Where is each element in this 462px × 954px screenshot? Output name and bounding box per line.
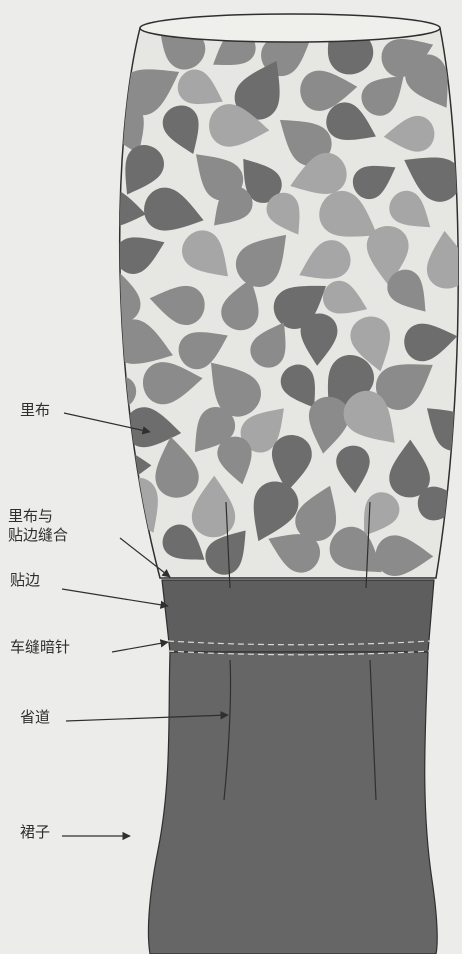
- blind-stitch-line-top: [167, 640, 431, 646]
- leaf-print-shape: [266, 192, 300, 235]
- label-lining-facing-seam: 里布与 贴边缝合: [8, 507, 69, 544]
- leaf-print-shape: [361, 75, 404, 116]
- label-dart: 省道: [20, 708, 51, 726]
- leaf-print-shape: [144, 187, 204, 231]
- leaf-print-shape: [149, 285, 205, 326]
- leaf-print-shape: [299, 240, 351, 279]
- leaf-print-shape: [327, 355, 374, 414]
- leaf-print-shape: [417, 486, 459, 521]
- leaf-print-shape: [404, 323, 458, 362]
- leaf-print-shape: [162, 524, 205, 560]
- leaf-print-shape: [250, 322, 286, 368]
- leaf-print-shape: [364, 492, 400, 536]
- leaf-print-shape: [253, 481, 299, 542]
- leaf-print-shape: [221, 278, 259, 331]
- leaf-print-shape: [268, 534, 321, 573]
- leaf-print-shape: [319, 191, 378, 237]
- leaf-print-shape: [352, 165, 396, 200]
- leaf-print-shape: [124, 407, 182, 448]
- leaf-print-shape: [308, 396, 350, 454]
- leaf-print-shape: [273, 285, 327, 329]
- skirt-dart-right: [369, 659, 377, 801]
- leaf-print-shape: [405, 54, 448, 108]
- leaf-print-shape: [387, 269, 426, 312]
- leaf-print-shape: [375, 364, 433, 410]
- leaf-print-shape: [119, 267, 141, 324]
- lining-top-opening: [139, 13, 441, 43]
- leaf-print-shape: [243, 158, 282, 203]
- leaf-print-shape: [350, 316, 390, 372]
- leaf-print-shape: [177, 69, 223, 105]
- arrow-lining: [63, 412, 151, 435]
- leaf-print-shape: [205, 530, 246, 575]
- leaf-print-shape: [210, 362, 261, 417]
- leaf-print-pattern: [119, 28, 459, 577]
- leaf-print-shape: [323, 280, 368, 314]
- label-facing: 贴边: [10, 571, 41, 589]
- leaf-print-shape: [125, 144, 164, 195]
- leaf-print-shape: [366, 226, 409, 286]
- leaf-print-shape: [119, 69, 180, 116]
- leaf-print-shape: [234, 61, 280, 120]
- leaf-print-shape: [143, 362, 203, 405]
- label-lining: 里布: [20, 401, 51, 419]
- leaf-print-shape: [300, 313, 338, 366]
- leaf-print-shape: [383, 115, 435, 152]
- facing-band: [161, 579, 435, 653]
- leaf-print-shape: [326, 102, 376, 140]
- leaf-print-shape: [389, 439, 430, 498]
- leaf-print-shape: [217, 436, 252, 485]
- leaf-print-shape: [389, 190, 431, 228]
- leaf-print-shape: [119, 188, 147, 228]
- arrow-facing: [61, 588, 169, 609]
- leaf-print-shape: [343, 390, 395, 443]
- leaf-print-shape: [182, 230, 228, 277]
- lining-dart-right: [365, 501, 371, 589]
- leaf-print-shape: [178, 332, 228, 370]
- leaf-print-shape: [426, 230, 459, 289]
- leaf-print-shape: [280, 364, 315, 408]
- arrow-blind-stitch: [111, 639, 169, 653]
- label-skirt: 裙子: [20, 823, 51, 841]
- leaf-print-shape: [155, 436, 199, 498]
- leaf-print-shape: [119, 319, 173, 364]
- arrow-dart: [65, 711, 229, 722]
- leaf-print-shape: [375, 535, 434, 577]
- leaf-print-shape: [209, 104, 270, 147]
- skirt-dart-left: [223, 659, 232, 801]
- leaf-print-shape: [119, 237, 165, 274]
- leaf-print-shape: [191, 475, 236, 538]
- skirt-body: [147, 651, 438, 954]
- leaf-print-shape: [404, 157, 459, 202]
- blind-stitch-line-bottom: [167, 650, 431, 656]
- lining-dart-left: [225, 501, 231, 589]
- leaf-print-shape: [279, 119, 332, 166]
- leaf-print-shape: [295, 485, 337, 542]
- leaf-print-shape: [272, 435, 312, 492]
- leaf-print-shape: [300, 70, 358, 111]
- leaf-print-shape: [426, 408, 459, 451]
- leaf-print-shape: [214, 186, 253, 226]
- leaf-print-shape: [290, 152, 347, 194]
- leaf-print-shape: [235, 234, 287, 288]
- leaf-print-shape: [162, 105, 199, 154]
- leaf-print-shape: [240, 408, 284, 453]
- leaf-print-shape: [381, 39, 434, 78]
- leaf-print-shape: [336, 445, 370, 494]
- label-blind-stitch: 车缝暗针: [10, 638, 71, 656]
- arrow-lining-facing-seam: [119, 537, 171, 578]
